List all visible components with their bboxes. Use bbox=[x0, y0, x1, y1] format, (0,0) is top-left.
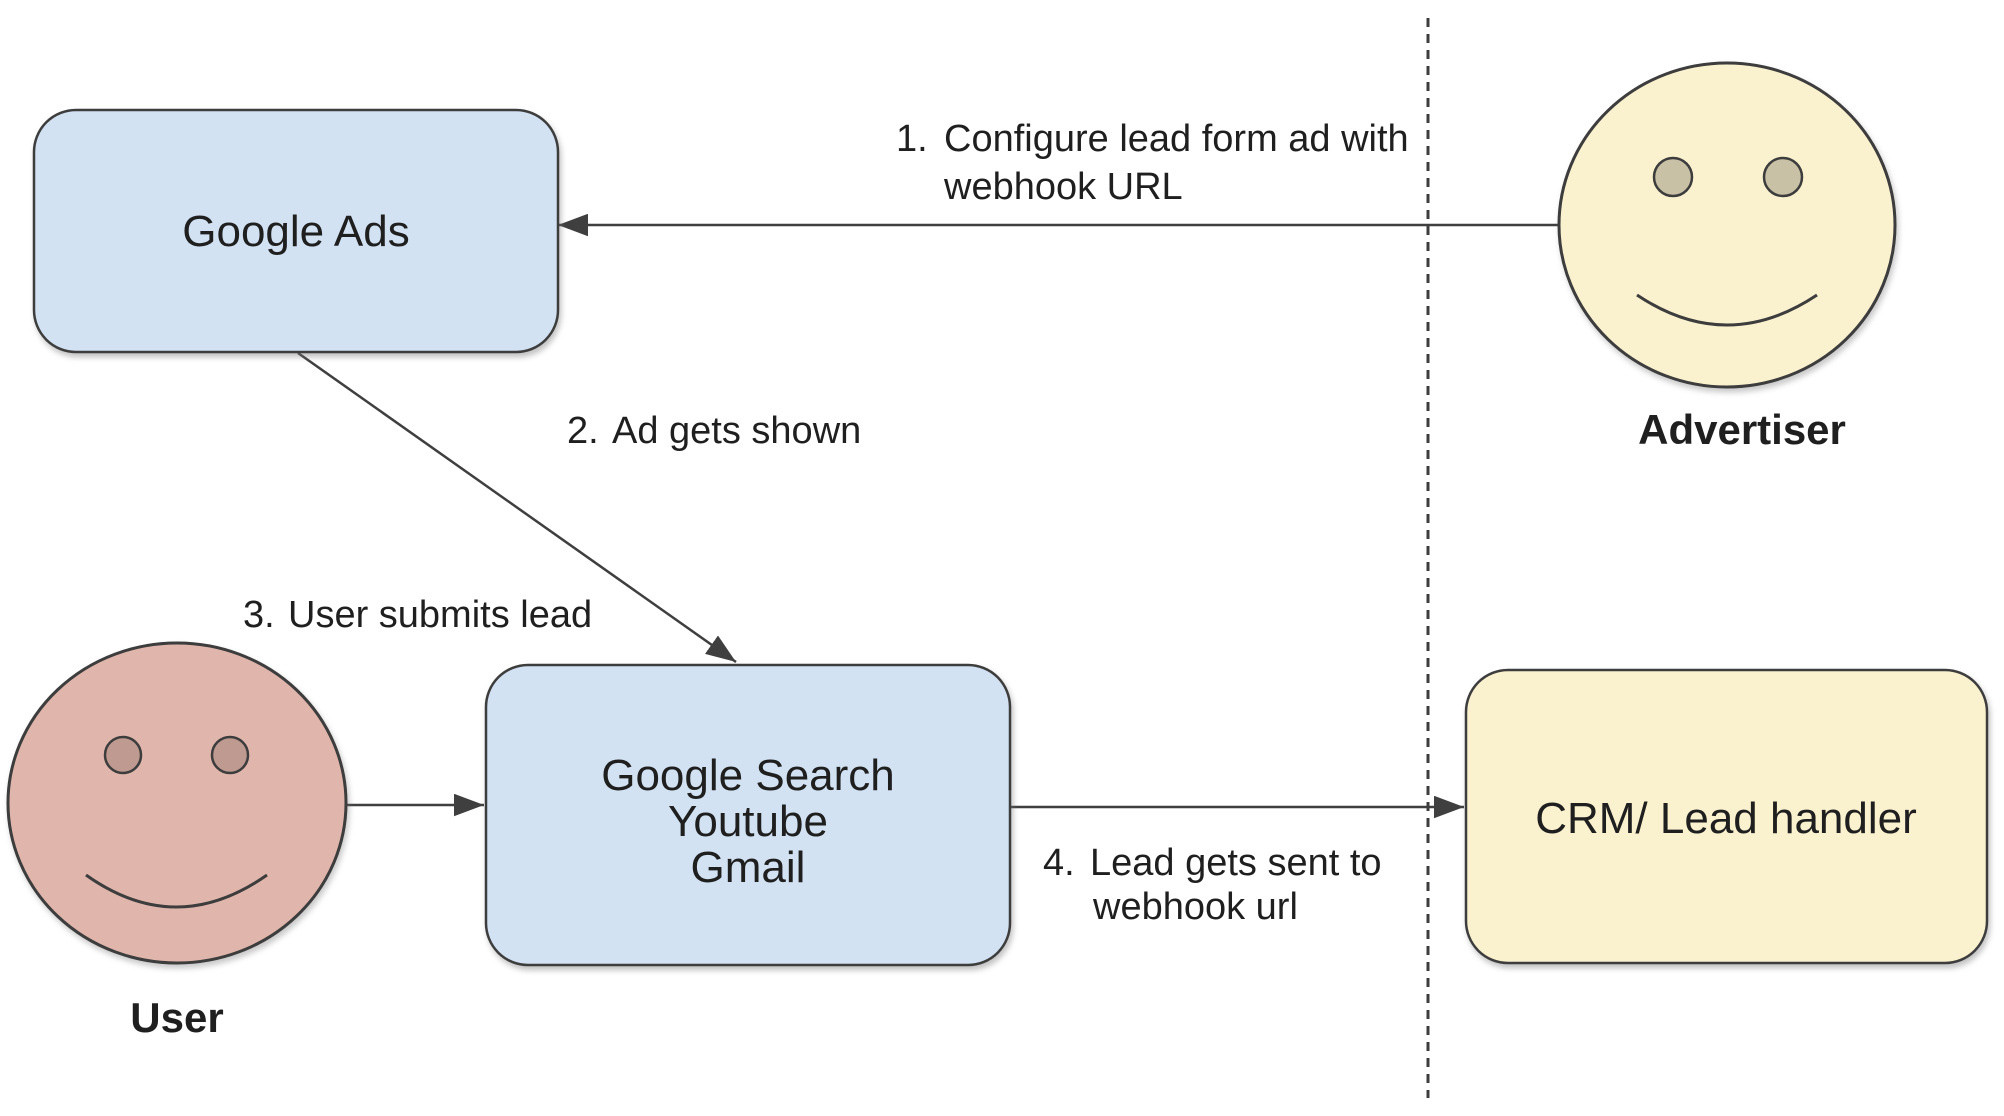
step2-number: 2. bbox=[567, 410, 599, 452]
actor-user: User bbox=[6, 641, 348, 1041]
advertiser-face-icon bbox=[1557, 61, 1897, 389]
user-smile-icon bbox=[85, 873, 268, 909]
step3-text: User submits lead bbox=[288, 594, 592, 636]
user-label: User bbox=[130, 994, 223, 1041]
node-google-ads: Google Ads bbox=[32, 108, 560, 354]
actor-advertiser: Advertiser bbox=[1557, 61, 1897, 453]
step4-number: 4. bbox=[1043, 842, 1075, 884]
google-surfaces-line2: Youtube bbox=[668, 797, 828, 846]
step1-number: 1. bbox=[896, 118, 928, 160]
google-surfaces-line3: Gmail bbox=[691, 843, 806, 892]
google-surfaces-line1: Google Search bbox=[601, 751, 895, 800]
google-surfaces-box bbox=[484, 663, 1012, 967]
step4-text-line1: Lead gets sent to bbox=[1090, 842, 1382, 884]
advertiser-right-eye-icon bbox=[1762, 156, 1804, 198]
step2-text: Ad gets shown bbox=[612, 410, 861, 452]
google-ads-label: Google Ads bbox=[182, 207, 410, 256]
step2-label: 2. Ad gets shown bbox=[567, 410, 861, 452]
step4-label: 4. Lead gets sent to webhook url bbox=[1043, 842, 1382, 928]
crm-label: CRM/ Lead handler bbox=[1535, 794, 1917, 843]
crm-box bbox=[1464, 668, 1989, 965]
arrow-step2-ad-shown bbox=[297, 351, 737, 664]
user-right-eye-icon bbox=[210, 735, 250, 775]
step3-label: 3. User submits lead bbox=[243, 594, 592, 636]
user-face-icon bbox=[6, 641, 348, 965]
node-crm: CRM/ Lead handler bbox=[1464, 668, 1989, 965]
step1-text-line1: Configure lead form ad with bbox=[944, 118, 1409, 160]
step4-text-line2: webhook url bbox=[1092, 886, 1298, 928]
advertiser-left-eye-icon bbox=[1652, 156, 1694, 198]
advertiser-label: Advertiser bbox=[1638, 406, 1846, 453]
step1-text-line2: webhook URL bbox=[943, 166, 1183, 208]
node-google-surfaces: Google Search Youtube Gmail bbox=[484, 663, 1012, 967]
step1-label: 1. Configure lead form ad with webhook U… bbox=[896, 118, 1409, 208]
google-ads-box bbox=[32, 108, 560, 354]
user-left-eye-icon bbox=[103, 735, 143, 775]
step3-number: 3. bbox=[243, 594, 275, 636]
advertiser-smile-icon bbox=[1636, 293, 1818, 327]
